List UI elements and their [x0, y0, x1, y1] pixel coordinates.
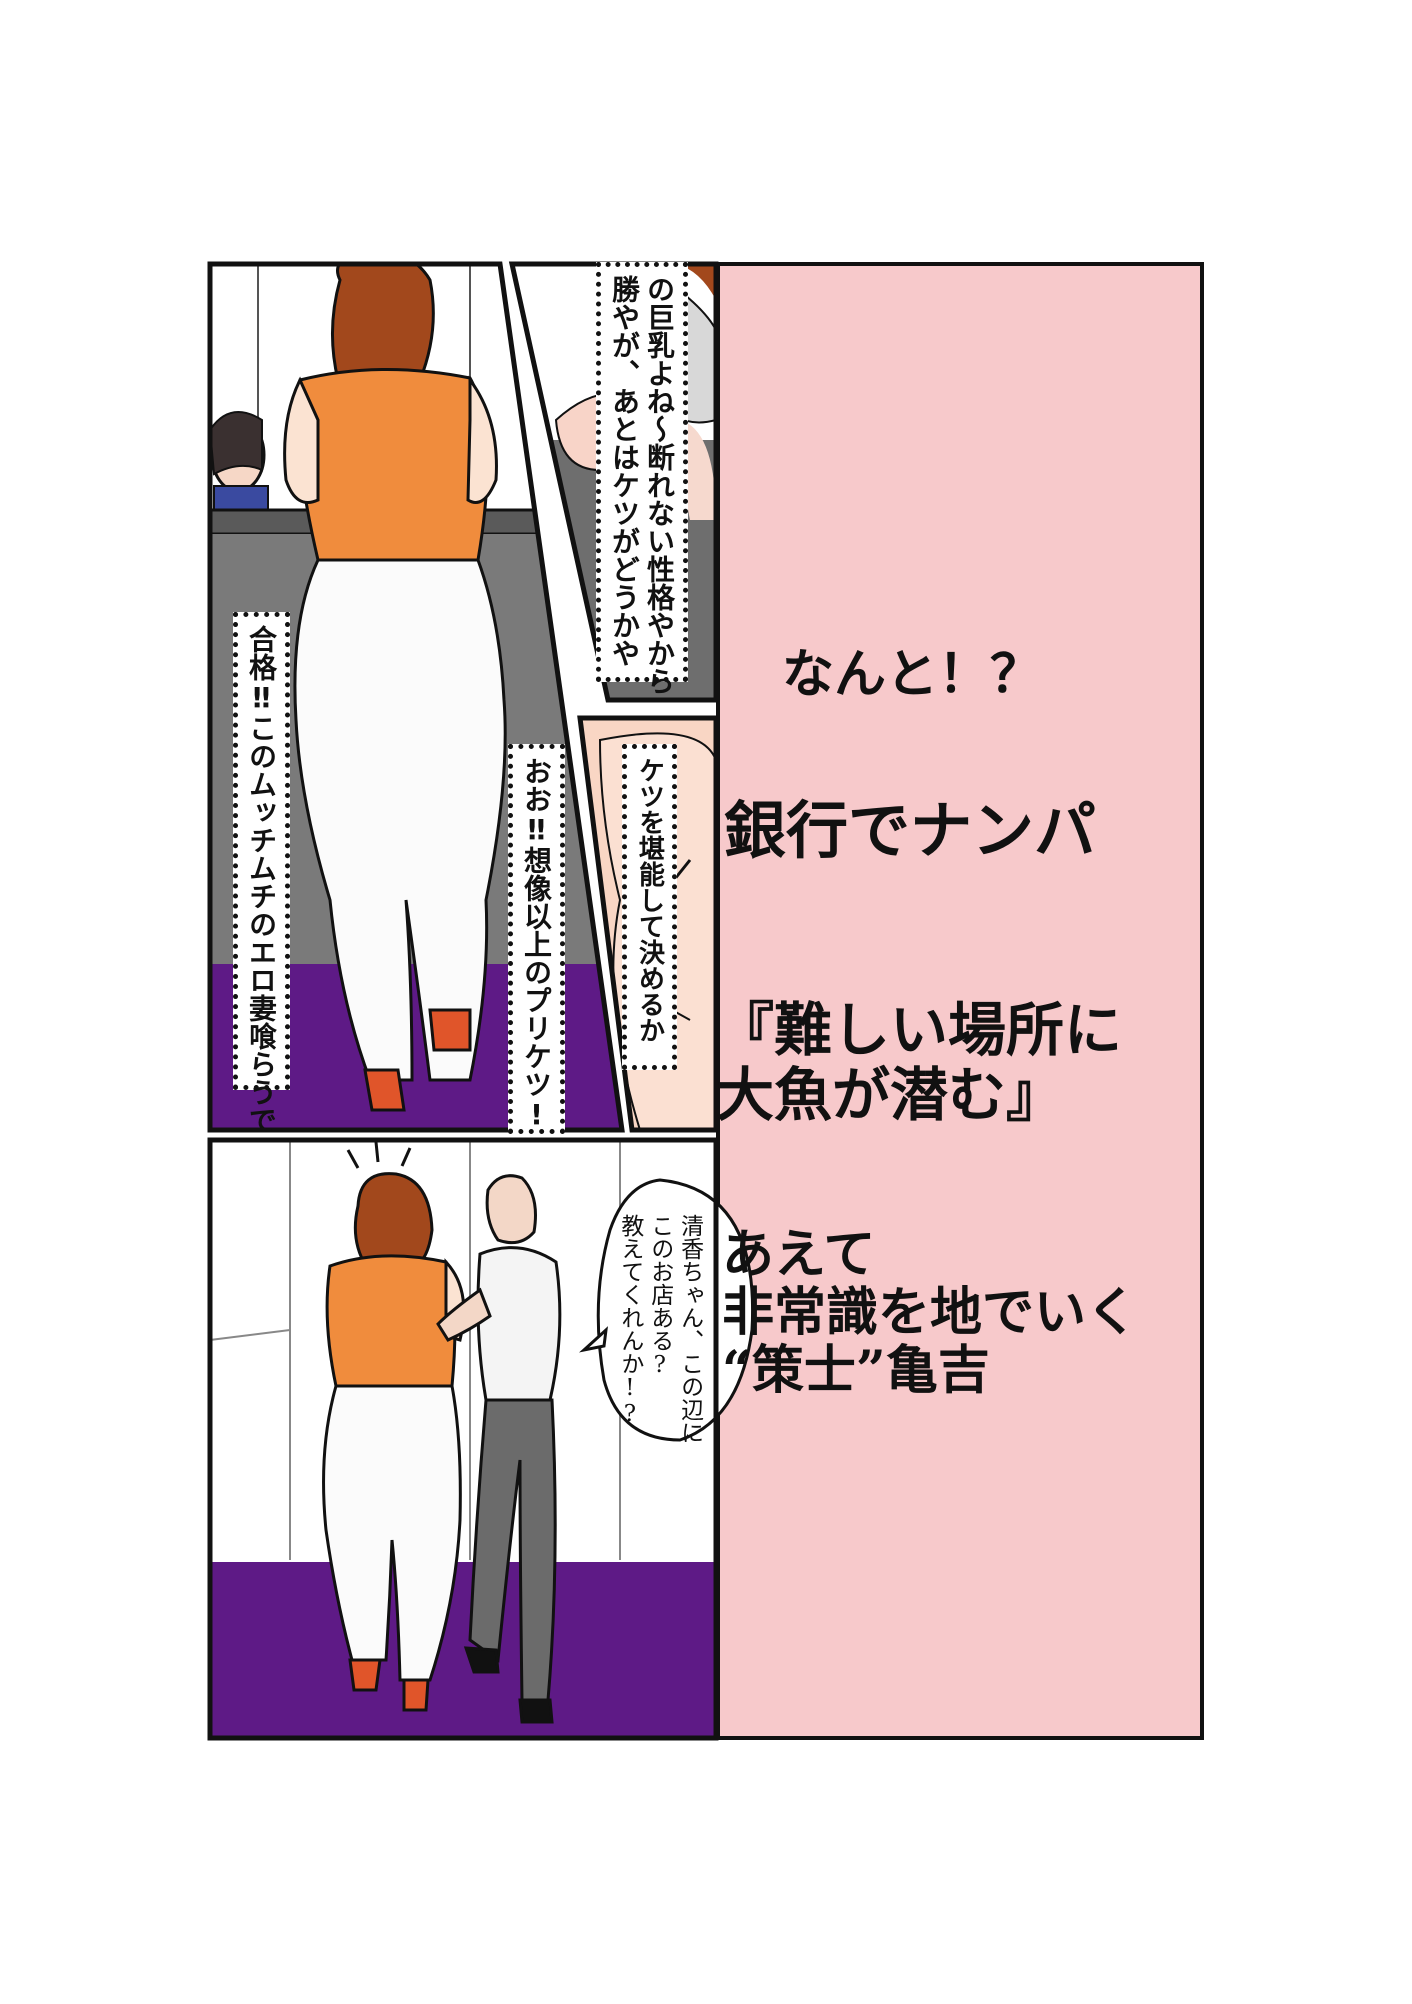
caption-busty: の巨乳よね～断れない性格やから 勝やが、あとはケツがどうかや [596, 262, 688, 695]
woman-standing-figure [322, 1172, 466, 1712]
caption-decide: ケツを堪能して決めるか [622, 744, 677, 1070]
headline-bank-pickup: 銀行でナンパ [724, 794, 1097, 867]
woman-back-figure [283, 264, 507, 1112]
speech-text: 清香ちゃん、この辺に このお店ある? 教えてくれんか!? [616, 1214, 703, 1444]
old-man-figure [436, 1174, 562, 1724]
headline-strategist: あえて 非常識を地でいく “策士”亀吉 [722, 1224, 1139, 1402]
caption-success: 合格‼このムッチムチのエロ妻喰らうで [233, 612, 290, 1134]
panel-bottom-left [207, 1137, 755, 1741]
teller-figure [210, 411, 269, 517]
headline-surprise: なんと！？ [782, 644, 1043, 705]
headline-proverb: 『難しい場所に 大魚が潜む』 [716, 996, 1123, 1129]
pink-panel [716, 262, 1204, 1740]
surprise-marks [346, 1141, 412, 1169]
caption-big-butt: おお‼想像以上のプリケツ! [508, 744, 565, 1134]
